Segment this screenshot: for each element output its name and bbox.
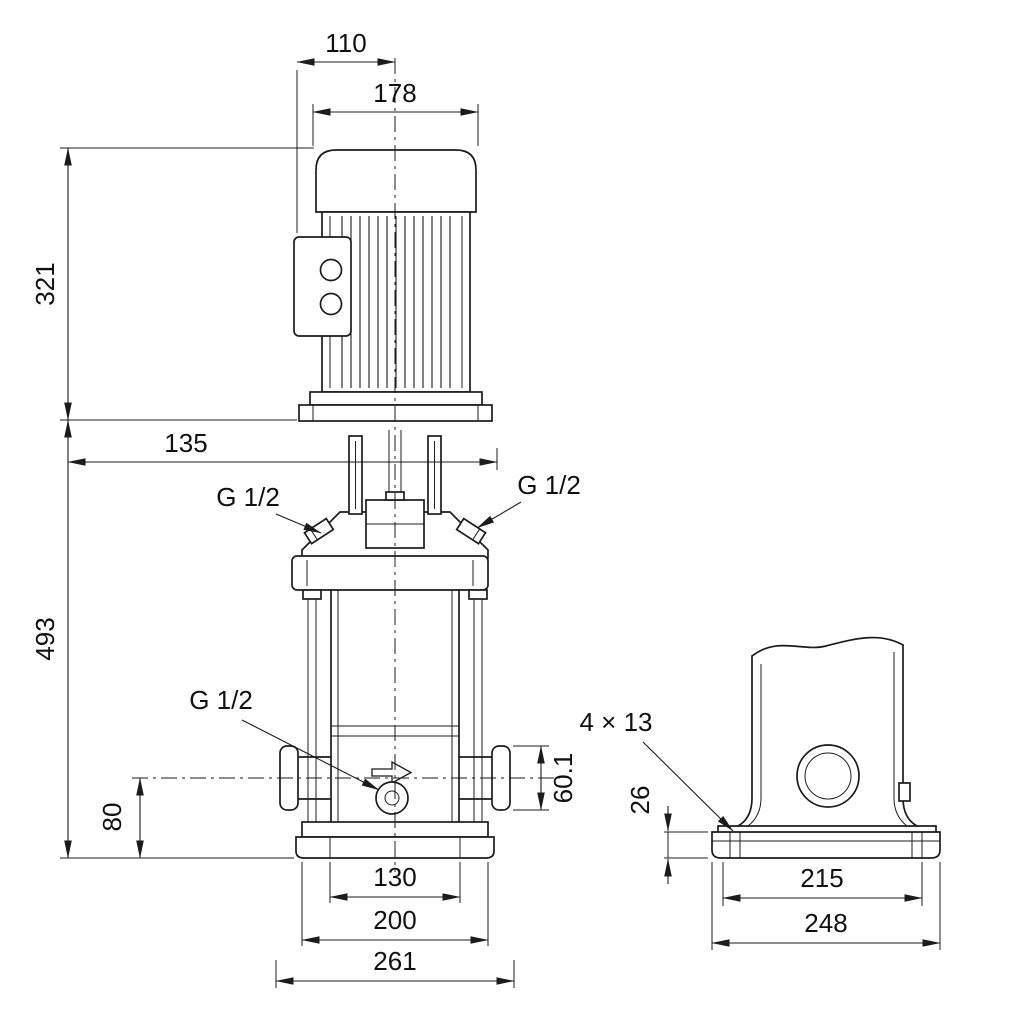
head-flange	[291, 555, 489, 591]
dim-493-label: 493	[30, 617, 60, 660]
dim-26-label: 26	[625, 786, 655, 815]
side-port-boss	[796, 744, 860, 808]
dim-80: 80	[97, 777, 144, 859]
motor	[293, 149, 493, 422]
dim-261-label: 261	[373, 946, 416, 976]
dim-130-label: 130	[373, 862, 416, 892]
callout-bolt-holes: 4 × 13	[579, 707, 734, 832]
dim-110: 110	[296, 28, 396, 233]
dim-248: 248	[711, 862, 941, 950]
dim-200-label: 200	[373, 905, 416, 935]
drain-plug	[375, 781, 409, 815]
chamber-stack	[302, 589, 488, 823]
base-bolt-holes	[729, 832, 923, 858]
terminal-box-hole-top	[319, 258, 343, 282]
dim-178: 178	[312, 78, 479, 146]
dim-26: 26	[625, 786, 708, 884]
g12-top-left-label: G 1/2	[216, 482, 280, 512]
front-view	[132, 58, 560, 872]
callout-g12-drain: G 1/2	[189, 685, 380, 791]
dim-215: 215	[722, 862, 923, 906]
dim-135: 135	[67, 428, 498, 470]
terminal-box	[293, 236, 352, 337]
dim-135-label: 135	[164, 428, 207, 458]
dim-493: 493	[30, 419, 294, 859]
dim-321-label: 321	[30, 262, 60, 305]
callout-g12-top-right: G 1/2	[476, 470, 581, 529]
dim-248-label: 248	[804, 908, 847, 938]
side-base	[711, 831, 941, 859]
terminal-box-hole-bottom	[319, 292, 343, 316]
g12-top-right-label: G 1/2	[517, 470, 581, 500]
bolt-holes-label: 4 × 13	[579, 707, 652, 737]
casing-break-line	[751, 636, 904, 657]
dim-178-label: 178	[373, 78, 416, 108]
dim-130: 130	[329, 862, 461, 903]
dim-215-label: 215	[800, 863, 843, 893]
side-view	[711, 636, 941, 859]
dim-60-1: 60.1	[513, 745, 578, 811]
g12-drain-label: G 1/2	[189, 685, 253, 715]
motor-top-cap	[315, 149, 477, 213]
motor-flange-upper	[309, 391, 483, 406]
staybolt-nut-left	[302, 589, 322, 600]
staybolt-nut-right	[468, 589, 488, 600]
front-dimensions: 110 178 321 493 135 80	[30, 28, 581, 988]
dim-80-label: 80	[97, 803, 127, 832]
callout-g12-top-left: G 1/2	[216, 482, 322, 534]
vent-plug-right	[455, 517, 487, 545]
dim-200: 200	[301, 862, 489, 946]
flow-direction-arrow-icon	[371, 760, 413, 785]
pump-head	[291, 430, 489, 591]
dim-60-1-label: 60.1	[548, 753, 578, 804]
nameplate-tab	[898, 782, 911, 802]
dim-321: 321	[30, 147, 314, 421]
dim-110-label: 110	[325, 28, 366, 58]
dim-261: 261	[275, 946, 515, 988]
side-dimensions: 4 × 13 26 215 248	[579, 707, 941, 950]
